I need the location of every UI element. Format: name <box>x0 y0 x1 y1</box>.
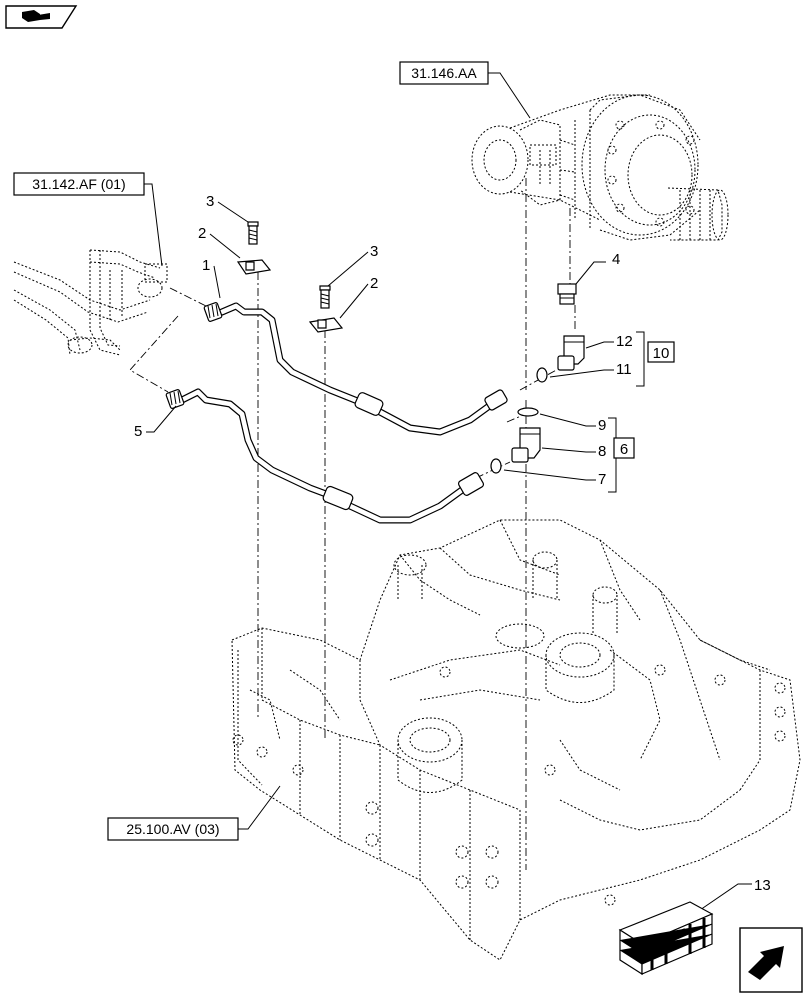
clamp-lower <box>308 317 344 333</box>
kit-box-13 <box>618 901 714 976</box>
hose-1 <box>203 302 508 436</box>
axle-support-assembly <box>471 94 729 241</box>
ref-left-assembly[interactable]: 31.142.AF (01) <box>13 172 145 196</box>
ref-axle-support[interactable]: 31.146.AA <box>399 61 489 85</box>
callout-8: 8 <box>598 443 606 460</box>
adapter-fitting-4 <box>557 283 577 305</box>
left-pipe-assembly <box>13 249 168 356</box>
ref-frame[interactable]: 25.100.AV (03) <box>107 817 239 841</box>
callout-13: 13 <box>754 877 771 894</box>
next-page-arrow-icon[interactable] <box>739 927 803 993</box>
callout-9: 9 <box>598 417 606 434</box>
bracket-10 <box>636 331 645 387</box>
callout-box-6 <box>613 437 635 459</box>
elbow-fitting-8 <box>511 427 541 463</box>
frame-casting <box>231 519 801 961</box>
ref-frame-label: 25.100.AV (03) <box>126 821 219 837</box>
callout-5: 5 <box>134 423 142 440</box>
callout-box-10 <box>647 341 675 363</box>
callouts: 3 2 1 3 2 5 4 12 11 10 9 8 7 6 13 <box>134 193 771 911</box>
ref-axle-support-label: 31.146.AA <box>411 65 477 81</box>
seal-9 <box>517 407 539 417</box>
ref-frame-leader <box>238 785 281 830</box>
callout-3-upper: 3 <box>206 193 214 210</box>
seal-11 <box>536 367 548 383</box>
bolt-upper <box>247 221 259 245</box>
frame-holes <box>232 664 786 906</box>
bolt-lower <box>319 285 331 309</box>
seal-7 <box>490 458 502 474</box>
alignment-lines <box>129 178 576 870</box>
callout-12: 12 <box>616 333 633 350</box>
ref-axle-support-leader <box>488 72 531 119</box>
callout-1: 1 <box>202 257 210 274</box>
callout-6: 6 <box>620 441 628 458</box>
callout-10: 10 <box>653 345 670 362</box>
book-tab-icon[interactable] <box>5 5 78 29</box>
callout-3-lower: 3 <box>370 243 378 260</box>
callout-7: 7 <box>598 471 606 488</box>
callout-2-upper: 2 <box>198 225 206 242</box>
callout-11: 11 <box>616 361 632 378</box>
ref-left-assembly-leader <box>144 183 163 267</box>
elbow-fitting-12 <box>557 335 585 371</box>
hose-5 <box>165 388 485 524</box>
callout-2-lower: 2 <box>370 275 378 292</box>
ref-left-assembly-label: 31.142.AF (01) <box>32 176 125 192</box>
callout-4: 4 <box>612 251 620 268</box>
clamp-upper <box>236 259 272 275</box>
